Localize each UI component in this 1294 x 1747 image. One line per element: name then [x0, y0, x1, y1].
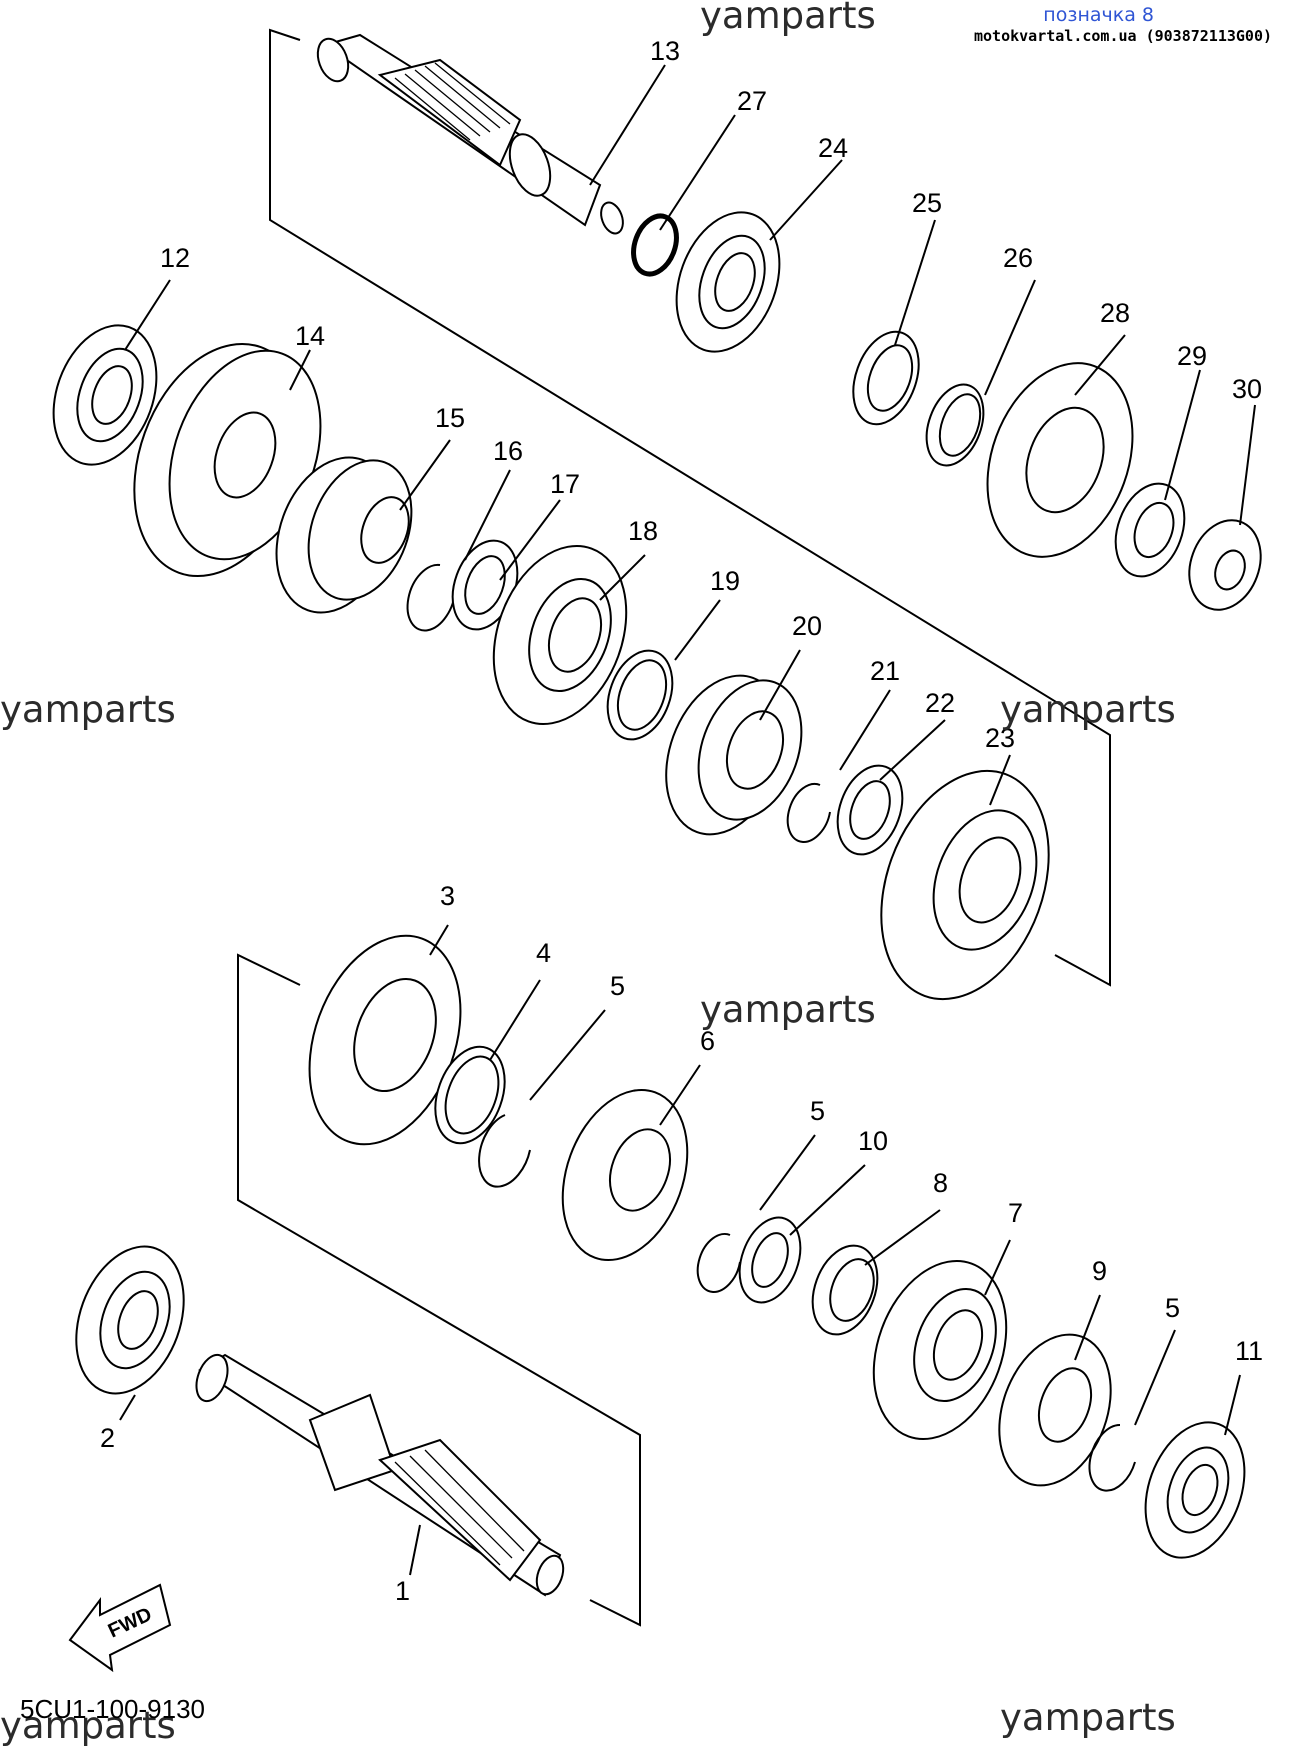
bearing-12 — [52, 324, 158, 466]
callout-14: 14 — [295, 321, 325, 351]
circlip-16 — [406, 563, 456, 632]
fwd-arrow-icon: FWD — [68, 1583, 172, 1673]
watermarks: yamparts yamparts yamparts yamparts yamp… — [0, 0, 1176, 1747]
callout-3: 3 — [440, 881, 455, 911]
callout-21: 21 — [870, 656, 900, 686]
oil-seal-25 — [852, 330, 920, 426]
callout-6: 6 — [700, 1026, 715, 1056]
watermark-center: yamparts — [700, 988, 876, 1031]
gear-15 — [275, 456, 413, 614]
drawing-code: 5CU1-100-9130 — [20, 1694, 205, 1724]
callout-19: 19 — [710, 566, 740, 596]
sprocket-28 — [986, 362, 1134, 558]
callout-29: 29 — [1177, 341, 1207, 371]
gear-9 — [998, 1333, 1112, 1487]
callout-4: 4 — [536, 938, 551, 968]
circlip-5b — [696, 1232, 741, 1293]
washer-19 — [606, 649, 674, 741]
callout-13: 13 — [650, 36, 680, 66]
gear-6 — [561, 1088, 689, 1262]
washer-22 — [836, 764, 904, 856]
leader-lines — [119, 64, 1256, 1576]
lower-frame — [237, 953, 641, 1627]
watermark-right: yamparts — [1000, 688, 1176, 731]
callout-7: 7 — [1008, 1198, 1023, 1228]
gear-23 — [880, 769, 1050, 1001]
watermark-left: yamparts — [0, 688, 176, 731]
circlip-5a — [478, 1114, 531, 1188]
callout-10: 10 — [858, 1126, 888, 1156]
washer-17 — [451, 539, 519, 631]
main-axle-13 — [316, 33, 624, 235]
nut-30 — [1188, 519, 1262, 611]
callout-5-right: 5 — [1165, 1293, 1180, 1323]
gear-7 — [872, 1259, 1008, 1441]
gear-14 — [133, 342, 322, 578]
washer-4 — [434, 1045, 506, 1145]
watermark-bottom-left: yamparts — [0, 1704, 176, 1747]
gear-3 — [308, 934, 462, 1146]
bushing-8 — [811, 1244, 879, 1336]
drive-axle-1 — [195, 1353, 565, 1597]
callout-22: 22 — [925, 688, 955, 718]
callout-16: 16 — [493, 436, 523, 466]
callout-8: 8 — [933, 1168, 948, 1198]
bearing-2 — [75, 1245, 185, 1395]
callout-labels: 1 2 3 4 5 6 7 8 9 10 11 12 13 14 15 16 1… — [100, 36, 1263, 1606]
callout-5-left: 5 — [610, 971, 625, 1001]
bearing-24 — [675, 211, 781, 353]
callout-11: 11 — [1235, 1336, 1263, 1366]
callout-28: 28 — [1100, 298, 1130, 328]
callout-23: 23 — [985, 723, 1015, 753]
header-tag: позначка 8 — [1043, 4, 1154, 26]
callout-15: 15 — [435, 403, 465, 433]
callout-25: 25 — [912, 188, 942, 218]
callout-30: 30 — [1232, 374, 1262, 404]
o-ring-27 — [631, 213, 679, 277]
circlip-21 — [786, 782, 831, 843]
callout-5-mid: 5 — [810, 1096, 825, 1126]
callout-18: 18 — [628, 516, 658, 546]
callout-26: 26 — [1003, 243, 1033, 273]
bearing-11 — [1144, 1421, 1246, 1559]
gear-20 — [665, 674, 803, 836]
washer-10 — [738, 1216, 802, 1304]
callout-17: 17 — [550, 469, 580, 499]
header-source: motokvartal.com.ua (903872113G00) — [973, 27, 1272, 45]
gear-18 — [492, 544, 628, 726]
collar-26 — [925, 383, 985, 467]
callout-20: 20 — [792, 611, 822, 641]
callout-2: 2 — [100, 1423, 115, 1453]
callout-27: 27 — [737, 86, 767, 116]
watermark-top: yamparts — [700, 0, 876, 37]
upper-axis-line — [269, 219, 1111, 736]
callout-12: 12 — [160, 243, 190, 273]
callout-9: 9 — [1092, 1256, 1107, 1286]
circlip-5c — [1088, 1423, 1136, 1492]
callout-1: 1 — [395, 1576, 410, 1606]
callout-24: 24 — [818, 133, 848, 163]
watermark-bottom-right: yamparts — [1000, 1696, 1176, 1739]
lock-washer-29 — [1114, 482, 1186, 578]
